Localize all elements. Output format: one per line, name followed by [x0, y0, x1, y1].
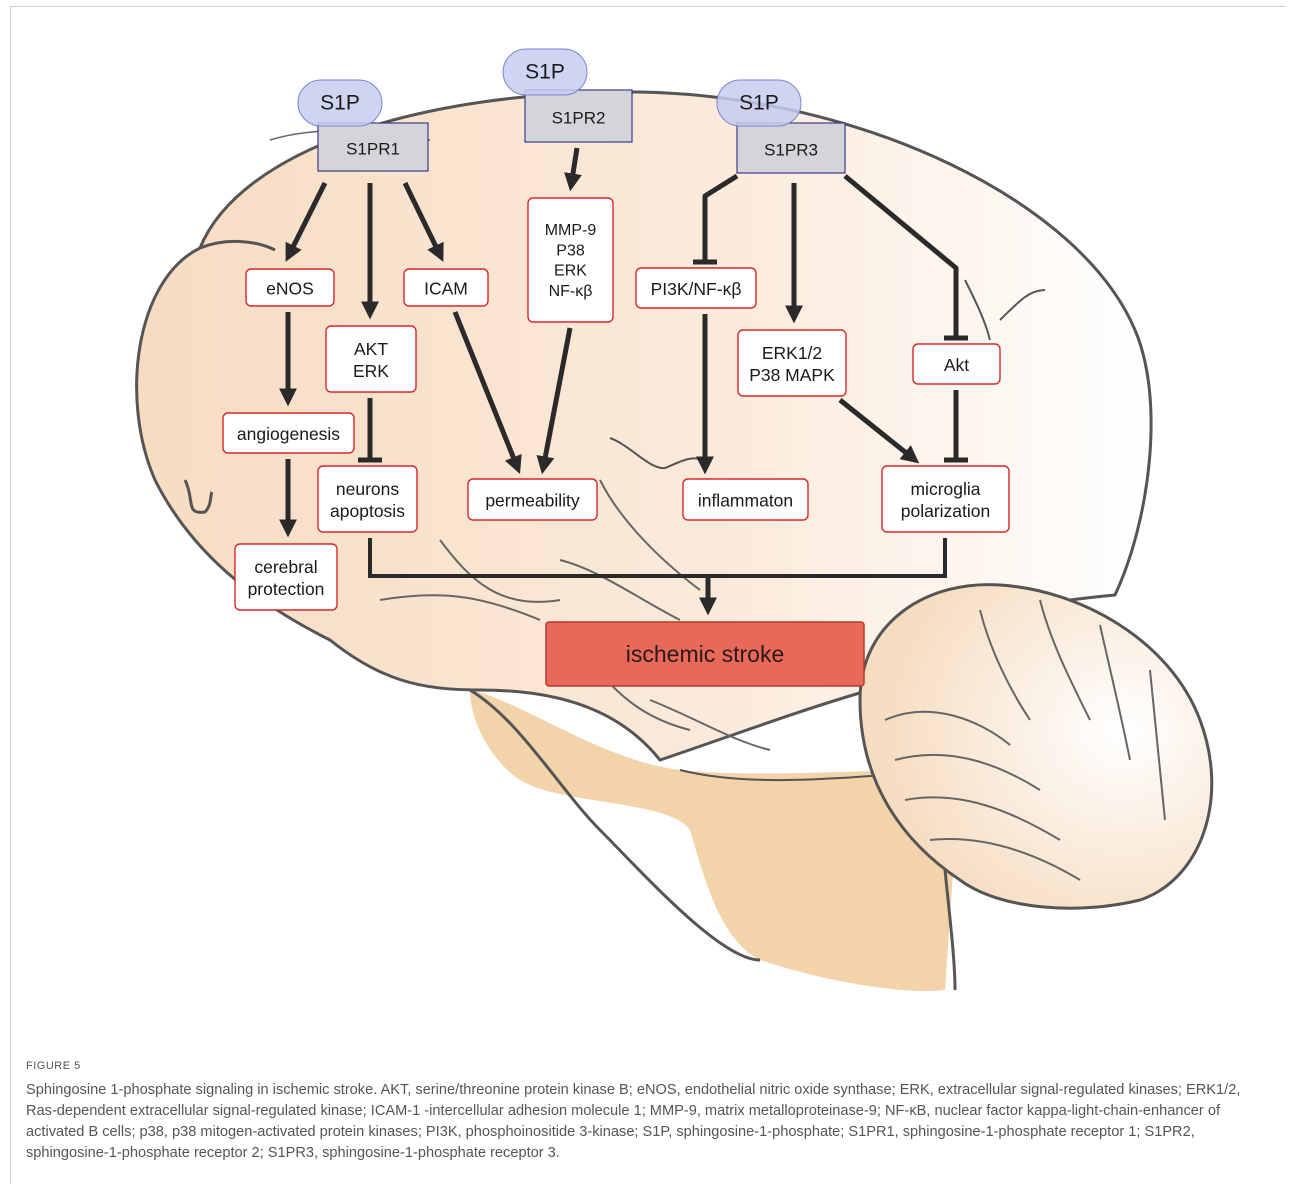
microglia-polarization-node-box [882, 466, 1009, 532]
s1p-ligand: S1P [503, 49, 587, 95]
brain-illustration [137, 92, 1212, 991]
inflammaton-node: inflammaton [683, 479, 808, 520]
s1pr1-receptor: S1PR1 [318, 123, 428, 171]
s1p-ligand-text: S1P [525, 61, 565, 84]
neurons-apoptosis-node-box [318, 466, 417, 532]
enos-node: eNOS [246, 269, 334, 306]
permeability-node-text: permeability [485, 491, 580, 511]
akt-node: Akt [913, 344, 1000, 384]
cerebral-protection-node-box [235, 544, 337, 610]
erk12-node-text: ERK1/2 [762, 343, 822, 363]
neurons-apoptosis-node-text: neurons [336, 479, 399, 499]
cerebral-protection-node-text: cerebral [254, 557, 317, 577]
s1p-ligand-text: S1P [320, 92, 360, 115]
cerebral-protection-node-text: protection [248, 579, 325, 599]
mmp9-node-text: P38 [556, 242, 585, 259]
inflammaton-node-text: inflammaton [698, 491, 793, 511]
akt-erk-node-text: ERK [353, 361, 389, 381]
ischemic-stroke-node: ischemic stroke [546, 622, 864, 686]
akt-erk-node-text: AKT [354, 339, 388, 359]
mmp9-node-box [528, 198, 613, 322]
permeability-node: permeability [468, 479, 597, 520]
s1pr2-receptor: S1PR2 [525, 90, 632, 142]
neurons-apoptosis-node-text: apoptosis [330, 501, 405, 521]
s1pr2-text: S1PR2 [552, 109, 606, 128]
pi3k-node-text: PI3K/NF-κβ [651, 279, 742, 299]
icam-node: ICAM [404, 269, 488, 306]
mmp9-node-text: MMP-9 [545, 222, 597, 239]
signaling-diagram: S1PR1S1PS1PR2S1PS1PR3S1PeNOSAKTERKICAMMM… [0, 0, 1291, 1050]
akt-node-text: Akt [944, 355, 969, 375]
s1pr3-receptor: S1PR3 [737, 123, 845, 173]
angiogenesis-node: angiogenesis [223, 413, 354, 453]
figure-label: FIGURE 5 [26, 1060, 81, 1072]
pi3k-node: PI3K/NF-κβ [636, 268, 756, 308]
s1p-ligand-text: S1P [739, 92, 779, 115]
enos-node-text: eNOS [266, 279, 314, 299]
s1pr3-text: S1PR3 [764, 141, 818, 160]
s1p-ligand: S1P [717, 80, 801, 126]
mmp9-node-text: NF-κβ [549, 283, 593, 300]
ischemic-stroke-text: ischemic stroke [626, 641, 784, 667]
erk12-node-text: P38 MAPK [749, 365, 835, 385]
figure-caption: Sphingosine 1-phosphate signaling in isc… [26, 1080, 1271, 1164]
icam-node-text: ICAM [424, 279, 468, 299]
s1pr1-text: S1PR1 [346, 140, 400, 159]
microglia-polarization-node-text: microglia [910, 479, 980, 499]
erk12-node-box [738, 330, 846, 396]
microglia-polarization-node-text: polarization [901, 501, 991, 521]
s1p-ligand: S1P [298, 80, 382, 126]
angiogenesis-node-text: angiogenesis [237, 424, 340, 444]
mmp9-node-text: ERK [554, 263, 587, 280]
akt-erk-node-box [326, 326, 416, 392]
